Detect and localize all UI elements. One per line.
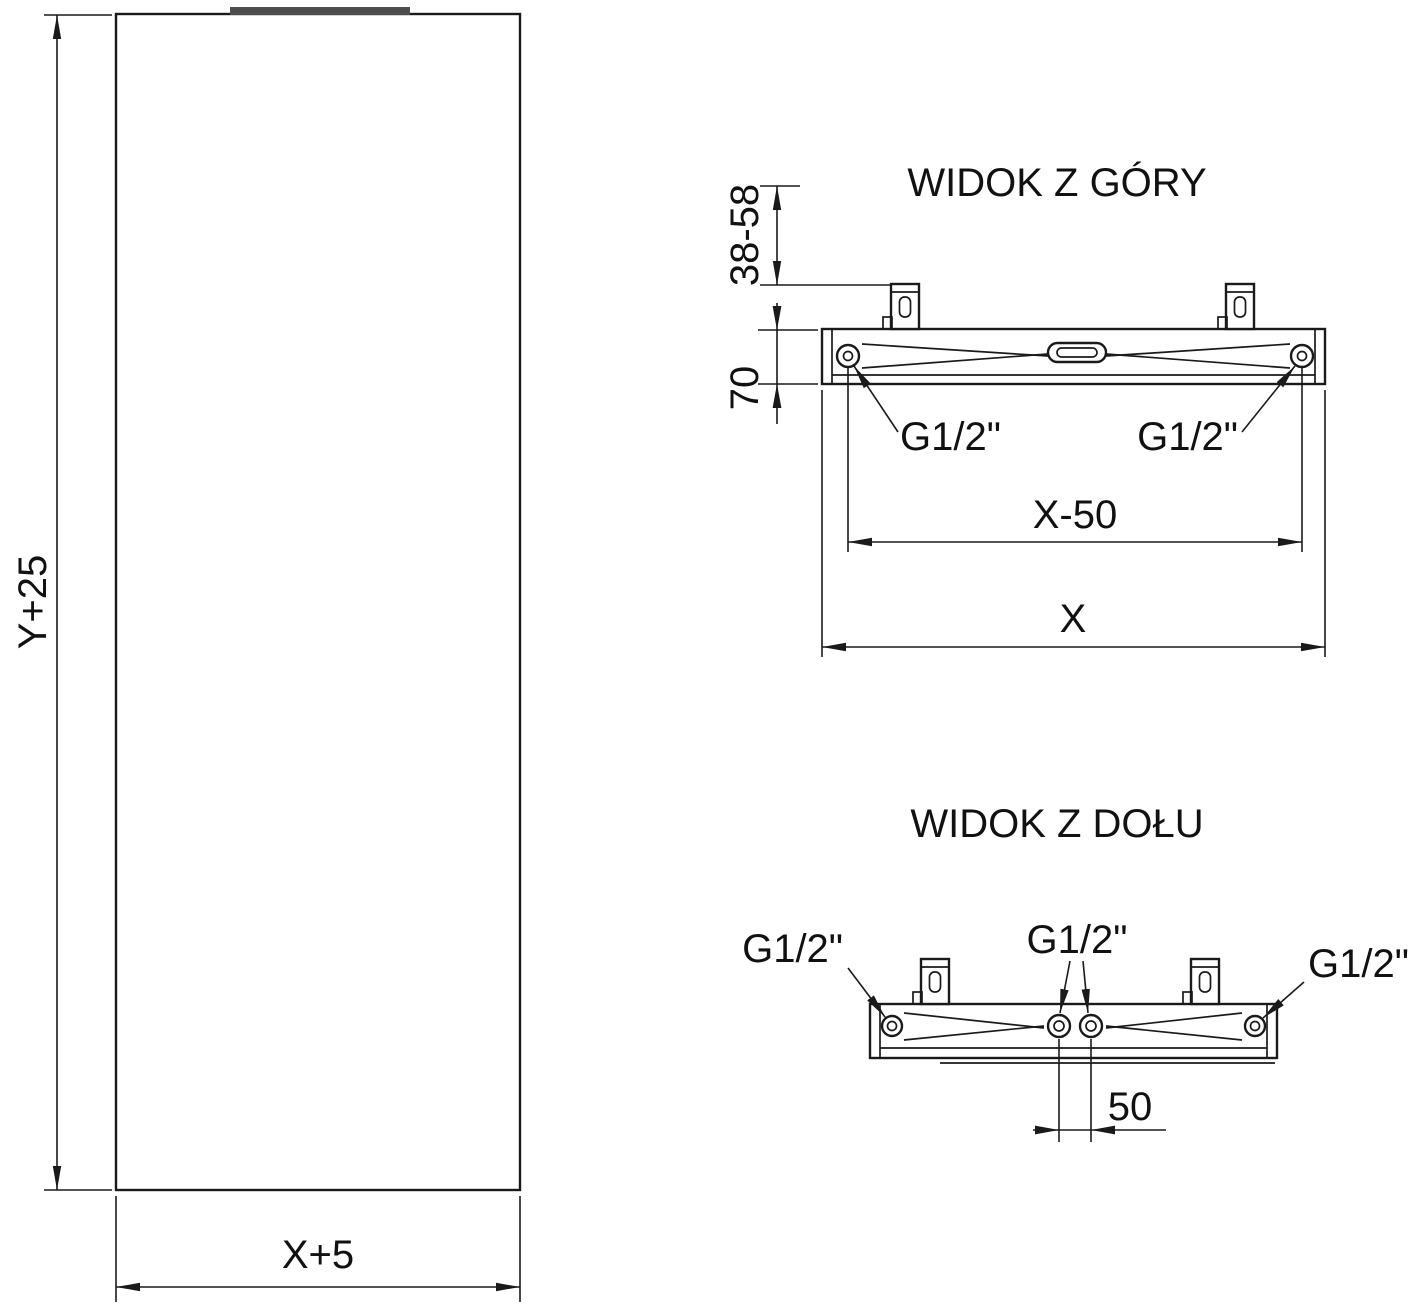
dim-conn-spacing: X-50	[847, 368, 1303, 552]
mounting-bracket	[1216, 282, 1256, 331]
connection-port-inner	[886, 1020, 898, 1032]
connection-port-inner	[1085, 1020, 1097, 1032]
connection-port-inner	[842, 350, 854, 362]
arrow-right-icon	[1035, 1125, 1059, 1135]
leader-line	[1262, 981, 1305, 1019]
conn-label-left: G1/2"	[853, 365, 1001, 459]
pipe-line	[903, 1025, 1045, 1041]
dim-label-width: X+5	[282, 1233, 354, 1277]
pipe-line	[903, 1012, 1045, 1029]
pipe-line	[1105, 1025, 1243, 1041]
connection-port	[835, 343, 861, 369]
bottom-view-title: WIDOK Z DOŁU	[910, 802, 1203, 846]
panel-outline	[114, 12, 522, 1192]
top-rail	[230, 7, 410, 15]
arrow-up-icon	[772, 306, 782, 330]
pipe-line	[861, 343, 1049, 357]
connection-port	[1289, 343, 1315, 369]
dim-label-total: X	[1060, 597, 1087, 641]
dim-depth: 70	[723, 303, 818, 424]
pipe-line	[1105, 1012, 1243, 1029]
conn-label: G1/2"	[1027, 918, 1128, 962]
top-view-title: WIDOK Z GÓRY	[907, 160, 1206, 205]
connection-port	[1078, 1013, 1104, 1039]
bottom-view: WIDOK Z DOŁU G1/2"	[742, 802, 1409, 1142]
conn-label-right: G1/2"	[1262, 942, 1409, 1019]
dim-width: X+5	[115, 1196, 521, 1302]
conn-label: G1/2"	[742, 927, 843, 971]
pipe-line	[861, 353, 1049, 369]
collector-body	[820, 327, 1327, 386]
connection-port-inner	[1296, 350, 1308, 362]
leader-line	[847, 967, 886, 1018]
connection-port-inner	[1053, 1020, 1065, 1032]
connection-port	[1046, 1013, 1072, 1039]
arrow-down-icon	[772, 384, 782, 408]
dim-total-width: X	[821, 390, 1326, 657]
mounting-bracket	[881, 282, 921, 331]
collector-body	[868, 1002, 1279, 1064]
leader-line	[1081, 960, 1090, 1014]
mounting-bracket	[911, 957, 951, 1006]
arrow-left-icon	[1091, 1125, 1115, 1135]
leader-line	[1059, 960, 1071, 1014]
connection-port	[880, 1014, 904, 1038]
dim-label-depth: 70	[723, 366, 767, 411]
top-view: WIDOK Z GÓRY 38-58	[723, 160, 1327, 657]
conn-label: G1/2"	[900, 415, 1001, 459]
connection-port-inner	[1249, 1020, 1261, 1032]
pipe-line	[1105, 353, 1291, 369]
conn-label-right: G1/2"	[1137, 365, 1296, 459]
dim-center-spacing: 50	[1033, 1039, 1166, 1142]
center-slot-inner	[1056, 347, 1098, 358]
conn-label: G1/2"	[1308, 942, 1409, 986]
connection-port	[1243, 1014, 1267, 1038]
front-view: Y+25 X+5	[11, 7, 522, 1302]
dim-label-wall: 38-58	[723, 184, 767, 286]
dim-label-conn-spacing: X-50	[1033, 493, 1118, 537]
conn-label: G1/2"	[1137, 415, 1238, 459]
mounting-bracket	[1181, 957, 1221, 1006]
conn-label-left: G1/2"	[742, 927, 886, 1018]
dim-height: Y+25	[11, 14, 112, 1191]
pipe-line	[1105, 343, 1291, 357]
collector-outline	[868, 1002, 1279, 1060]
dim-label-center-spacing: 50	[1108, 1085, 1153, 1129]
conn-label-center: G1/2"	[1027, 918, 1128, 1014]
leader-line	[853, 365, 899, 433]
leader-line	[1241, 365, 1296, 433]
dim-label-height: Y+25	[11, 555, 55, 650]
dim-wall-distance: 38-58	[723, 184, 890, 286]
